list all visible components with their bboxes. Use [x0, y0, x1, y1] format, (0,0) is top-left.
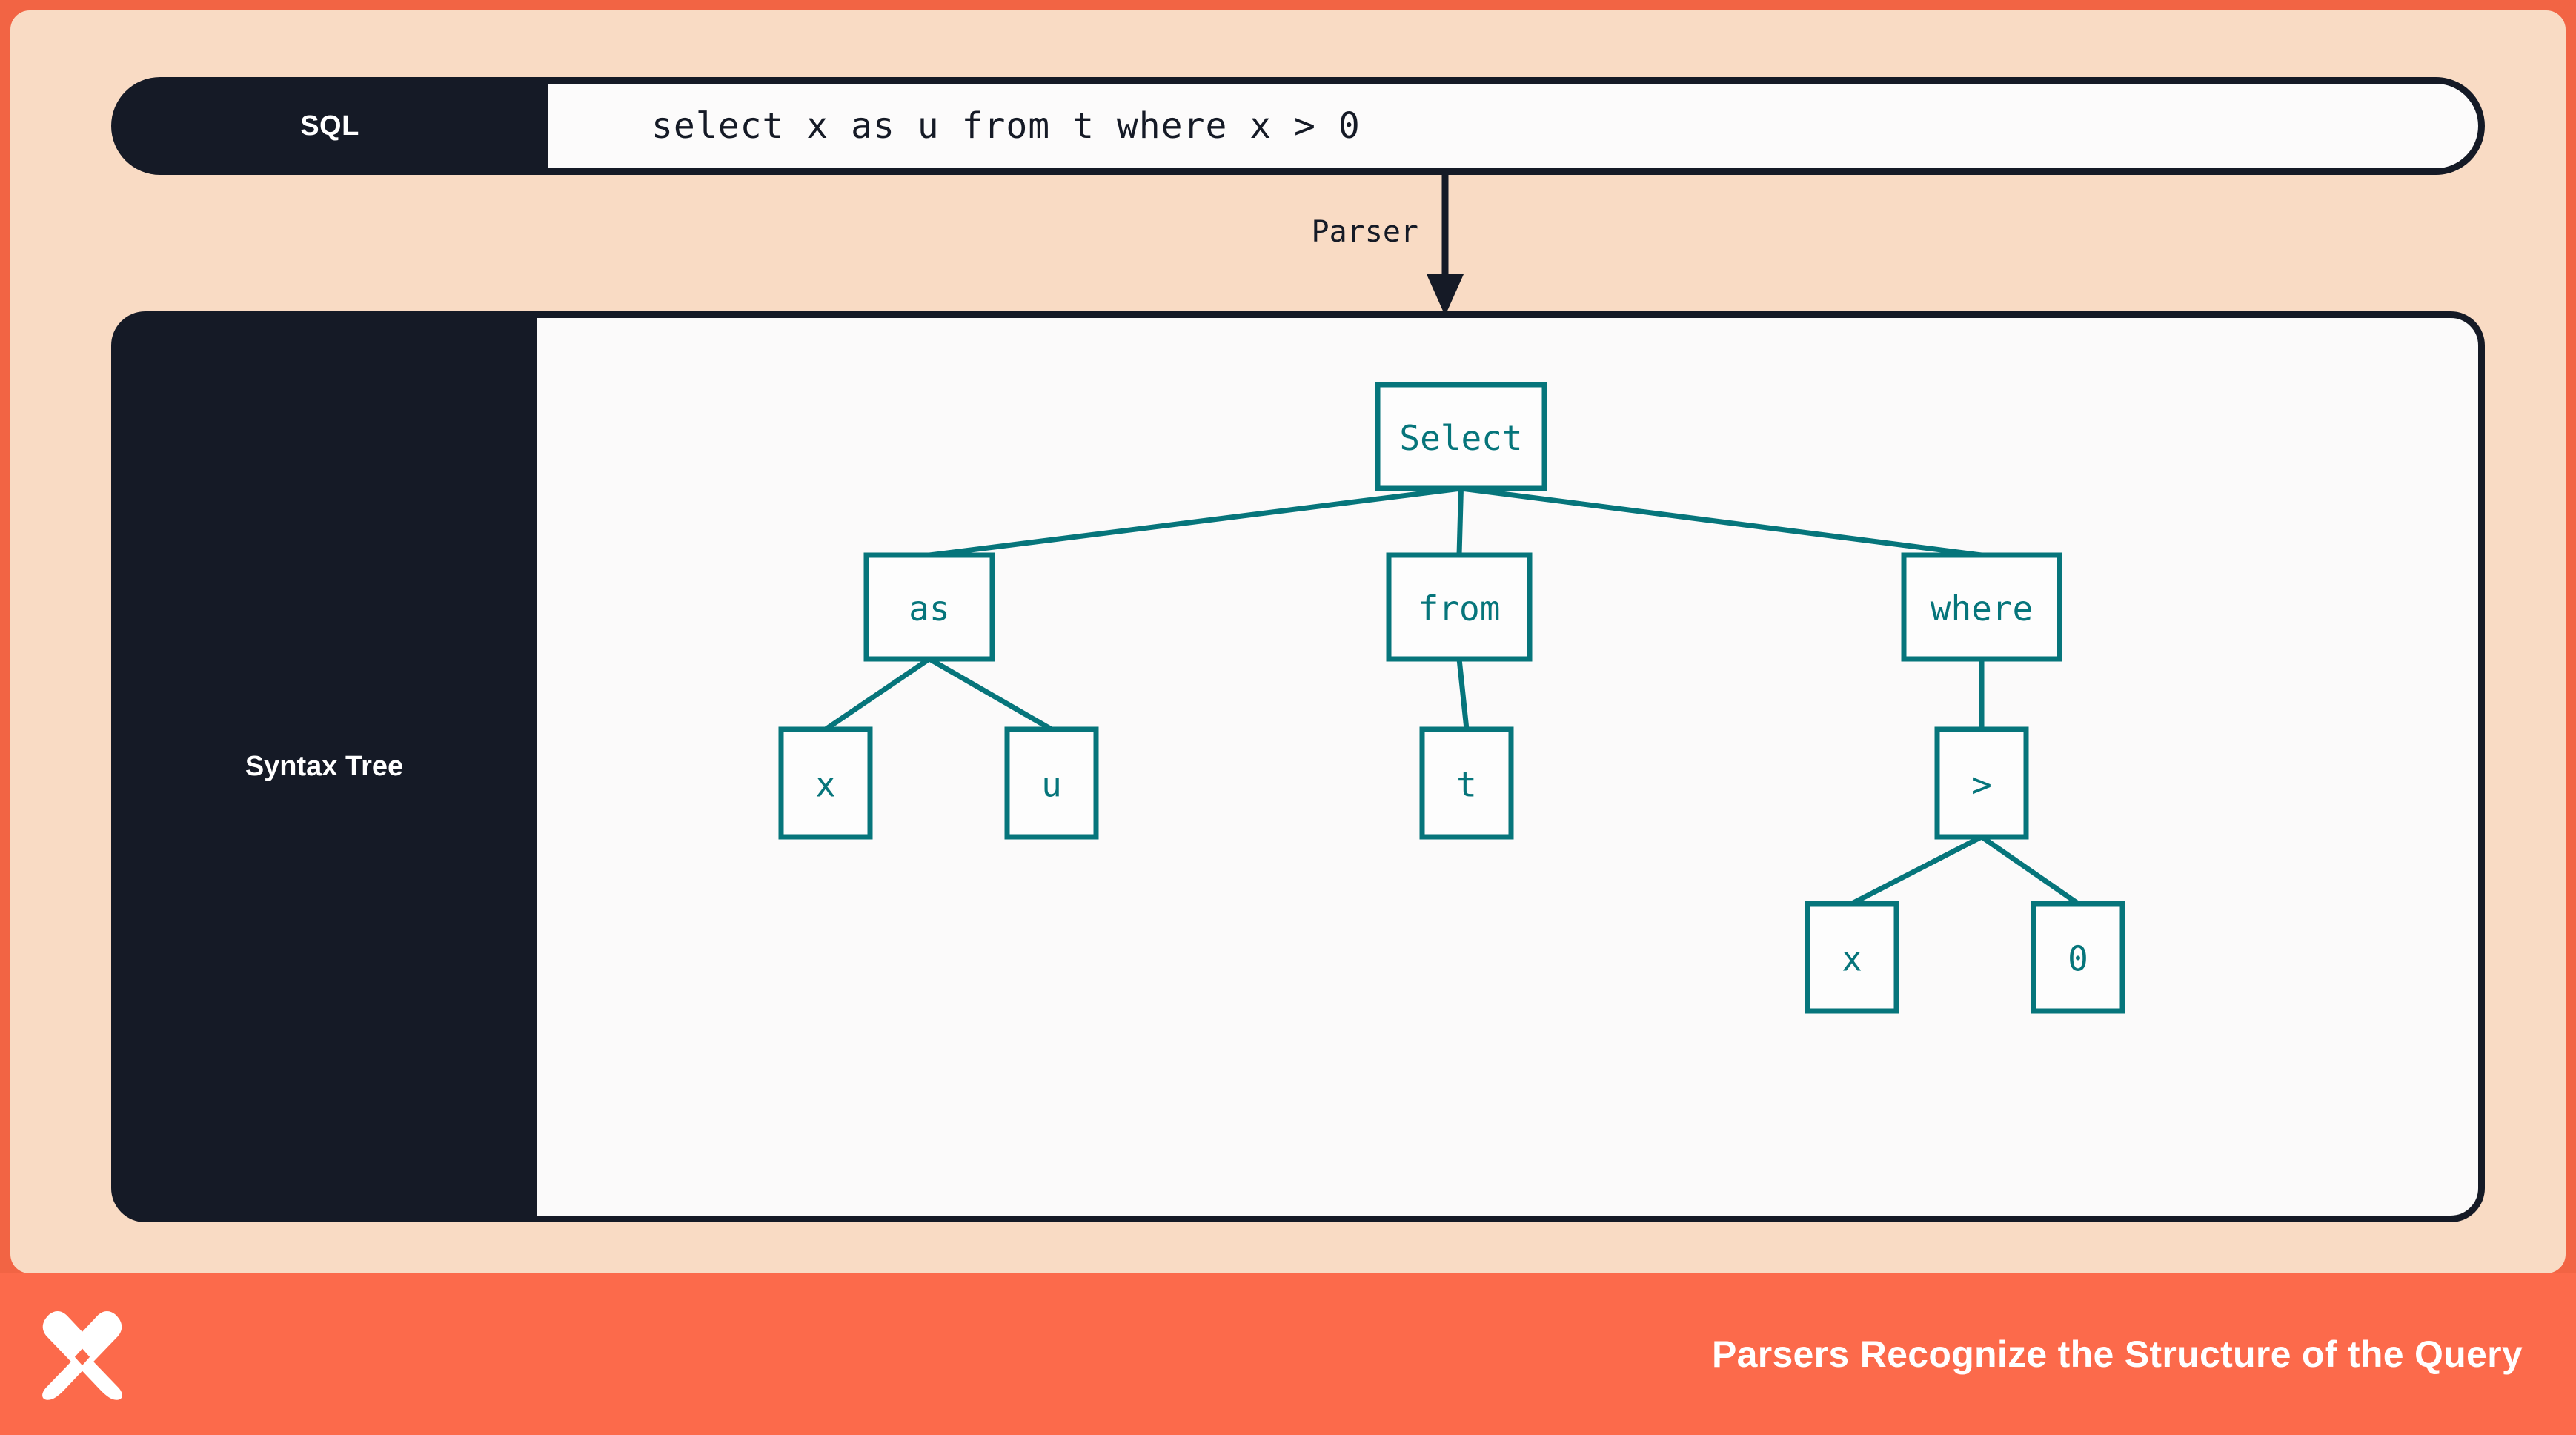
tree-edge: [1850, 834, 1983, 907]
tree-node-label: from: [1418, 589, 1501, 629]
sql-query-field[interactable]: select x as u from t where x > 0: [474, 77, 2485, 175]
tree-node-gt[interactable]: >: [1934, 726, 2029, 840]
tree-node-box: [778, 726, 873, 840]
tree-node-box: [1901, 552, 2062, 662]
tree-node-x1[interactable]: x: [778, 726, 873, 840]
sql-badge: SQL: [111, 77, 548, 175]
syntax-tree-sidebar: Syntax Tree: [111, 311, 537, 1222]
sql-input-row: SQL select x as u from t where x > 0: [111, 77, 2485, 175]
tree-edge: [1456, 488, 1464, 556]
tree-edge: [824, 657, 931, 732]
tree-node-u[interactable]: u: [1004, 726, 1099, 840]
x-star-logo-icon: [42, 1311, 122, 1400]
tree-node-box: [1419, 726, 1514, 840]
syntax-tree-panel: Syntax Tree Select as from where x u t > x 0: [111, 311, 2485, 1222]
sql-query-text: select x as u from t where x > 0: [651, 105, 1361, 147]
down-arrow-icon: [1427, 173, 1464, 316]
tree-edge: [1461, 485, 1982, 558]
tree-node-where[interactable]: where: [1901, 552, 2062, 662]
sql-badge-label: SQL: [300, 110, 359, 142]
tree-node-label: t: [1456, 765, 1477, 805]
tree-node-box: [2031, 901, 2125, 1014]
tree-node-label: where: [1931, 589, 2033, 629]
tree-edge: [1980, 835, 2079, 906]
tree-node-label: Select: [1399, 418, 1522, 458]
tree-node-box: [1386, 552, 1533, 662]
tree-edge: [1456, 658, 1470, 730]
footer-bar: Parsers Recognize the Structure of the Q…: [0, 1273, 2576, 1435]
parser-transform: Parser: [1270, 173, 1656, 316]
parser-label: Parser: [1311, 215, 1419, 249]
syntax-tree-graph: Select as from where x u t > x 0: [778, 382, 2125, 1014]
tree-node-label: x: [815, 765, 836, 805]
tree-node-zero[interactable]: 0: [2031, 901, 2125, 1014]
tree-edge: [929, 485, 1461, 558]
syntax-tree-canvas: Select as from where x u t > x 0: [459, 311, 2485, 1222]
tree-node-label: as: [909, 589, 949, 629]
tree-node-label: u: [1041, 765, 1062, 805]
tree-node-as[interactable]: as: [863, 552, 995, 662]
tree-node-label: >: [1971, 765, 1992, 805]
tree-node-box: [1805, 901, 1899, 1014]
footer-caption: Parsers Recognize the Structure of the Q…: [1711, 1333, 2523, 1375]
tree-edge: [928, 656, 1053, 732]
tree-node-box: [1934, 726, 2029, 840]
tree-node-from[interactable]: from: [1386, 552, 1533, 662]
diagram-canvas: SQL select x as u from t where x > 0 Par…: [10, 10, 2566, 1273]
tree-node-label: x: [1842, 939, 1862, 979]
tree-node-box: [1375, 382, 1547, 491]
tree-node-box: [1004, 726, 1099, 840]
tree-node-box: [863, 552, 995, 662]
tree-node-label: 0: [2068, 939, 2088, 979]
tree-node-select[interactable]: Select: [1375, 382, 1547, 491]
tree-node-x2[interactable]: x: [1805, 901, 1899, 1014]
tree-node-t[interactable]: t: [1419, 726, 1514, 840]
syntax-tree-sidebar-label: Syntax Tree: [245, 751, 404, 782]
